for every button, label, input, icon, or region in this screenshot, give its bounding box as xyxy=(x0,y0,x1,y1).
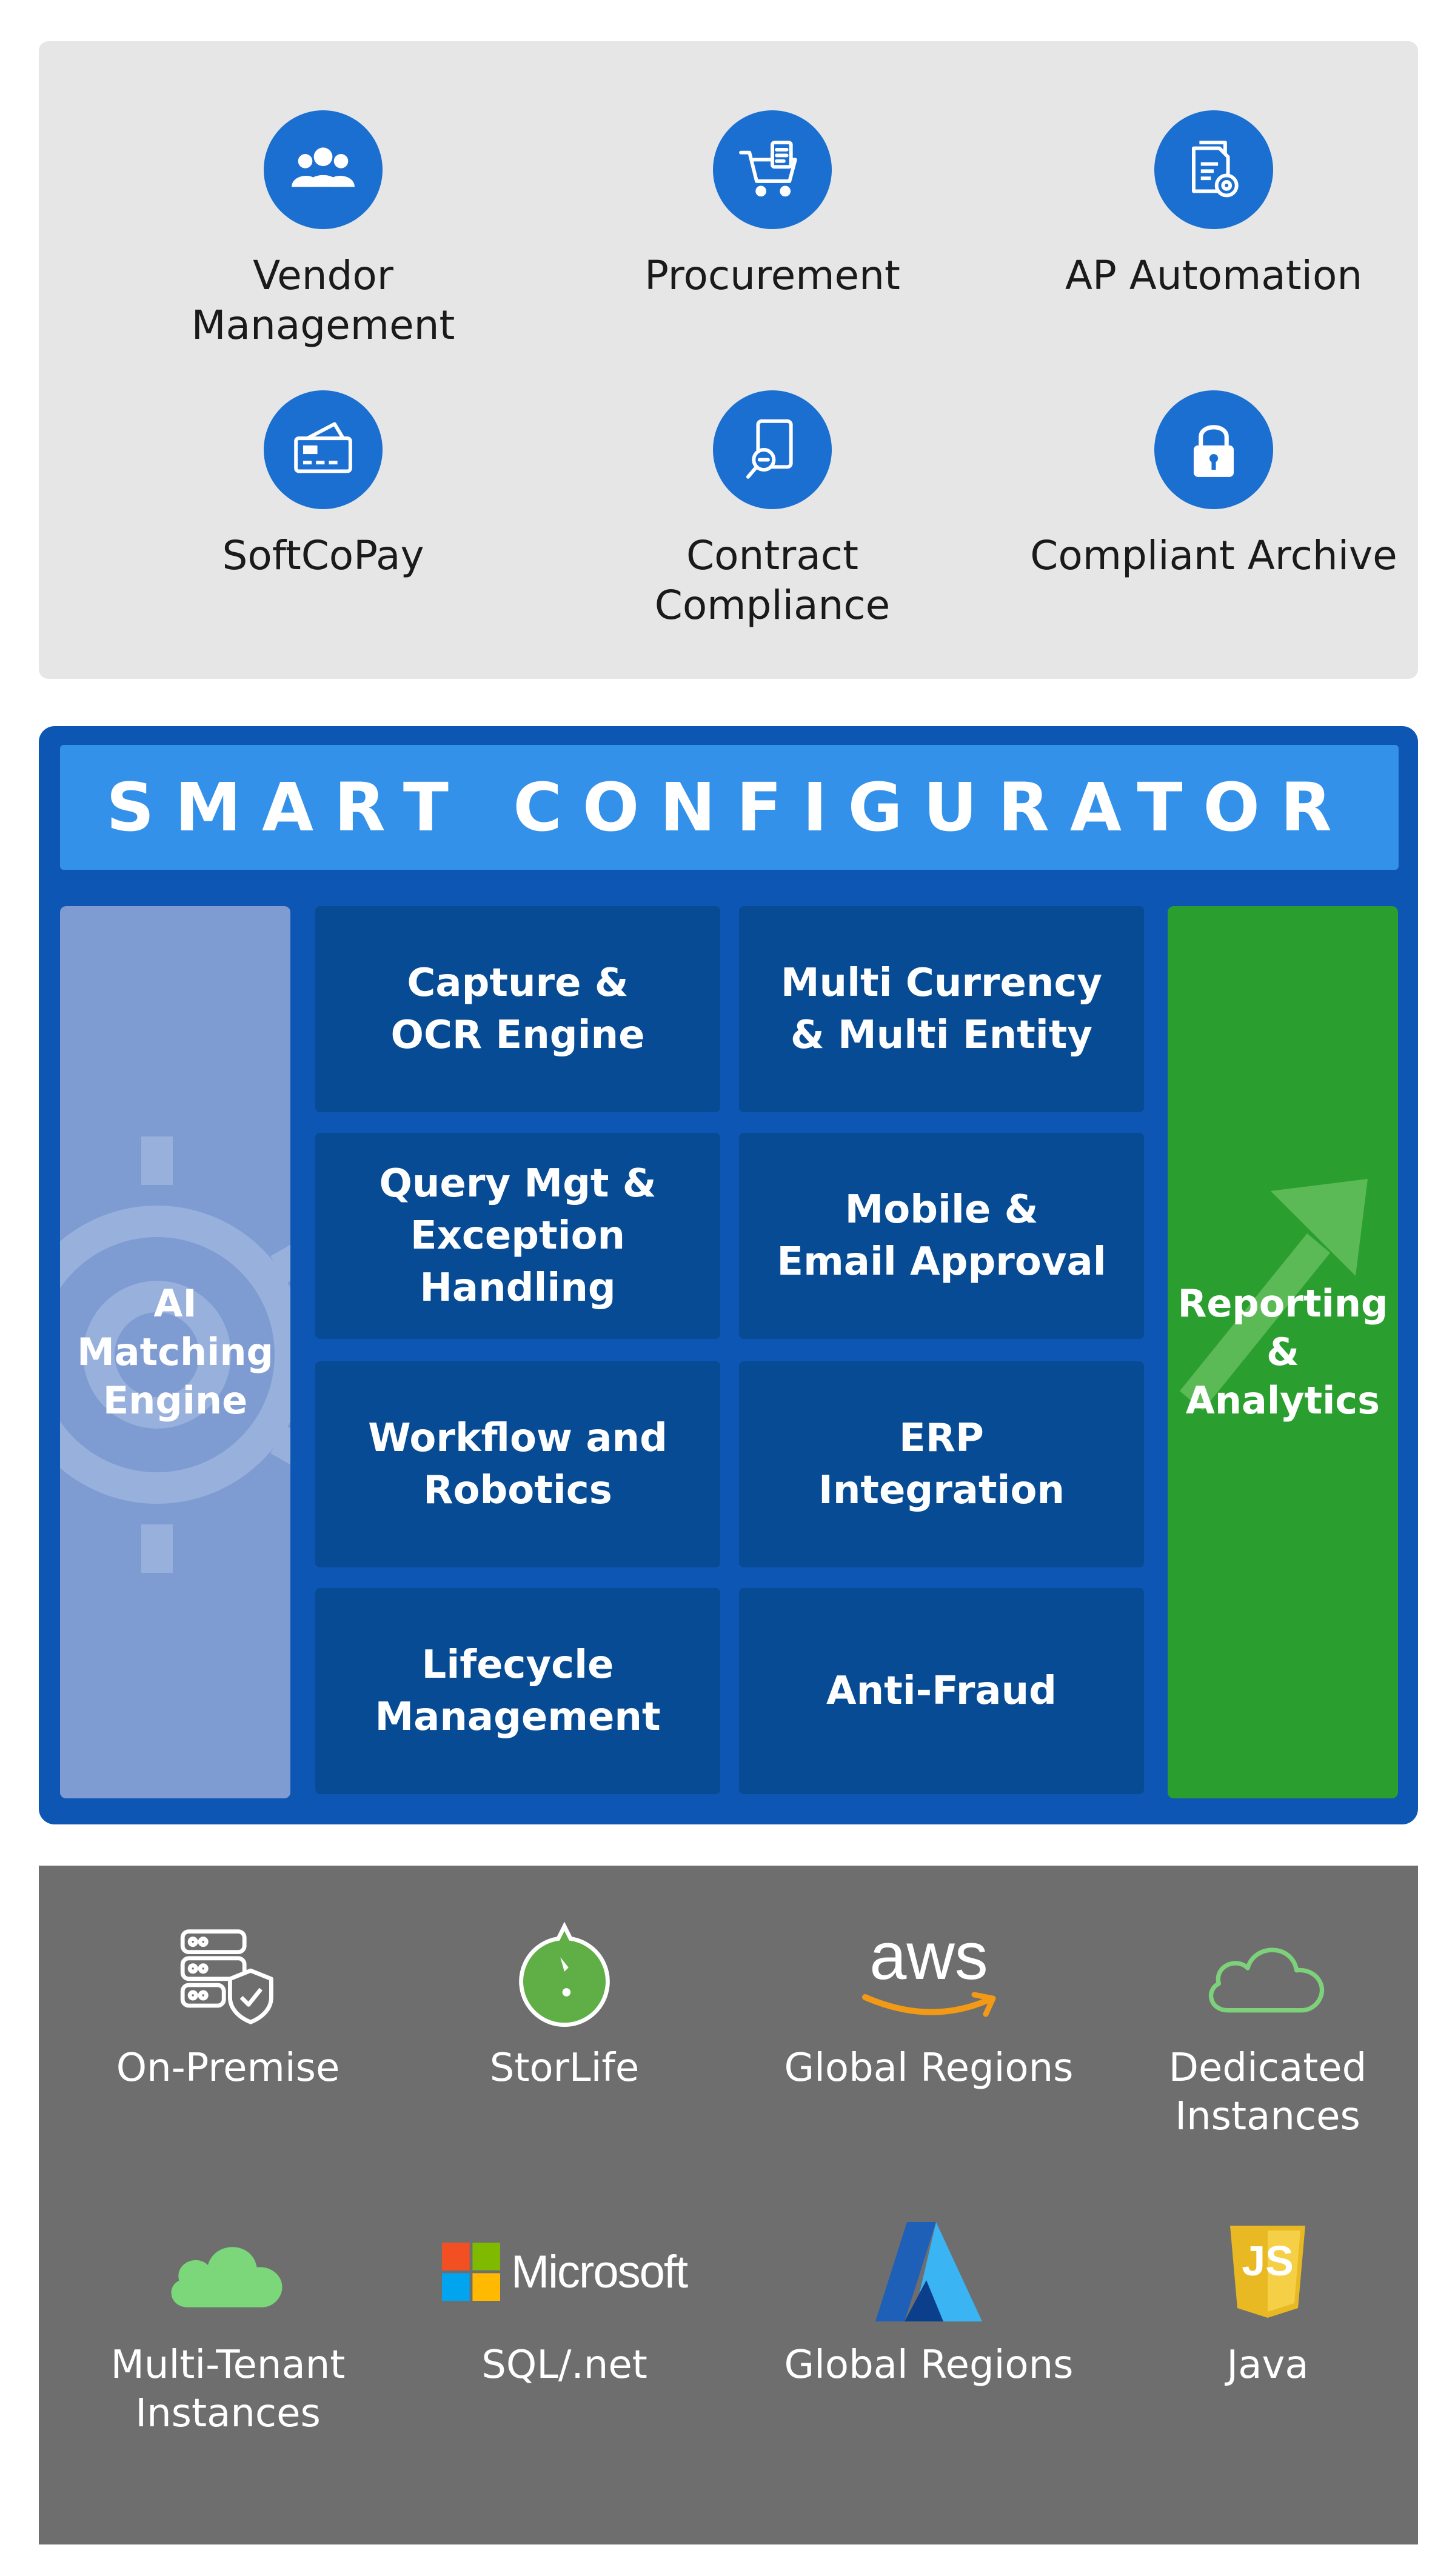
module-vendor-management: Vendor Management xyxy=(99,110,547,350)
module-label: Vendor Management xyxy=(191,252,455,349)
module-label: AP Automation xyxy=(1065,252,1363,299)
cell-erp-integration: ERP Integration xyxy=(739,1361,1144,1567)
reporting-analytics-column: Reporting & Analytics xyxy=(1168,906,1398,1798)
module-label: Procurement xyxy=(644,252,900,299)
deploy-multi-tenant: Multi-Tenant Instances xyxy=(58,2211,398,2438)
users-icon xyxy=(264,110,383,229)
cloud-filled-icon xyxy=(58,2211,398,2332)
deploy-aws-global-regions: aws Global Regions xyxy=(759,1914,1099,2092)
server-shield-icon xyxy=(58,1914,398,2035)
cell-capture-ocr: Capture & OCR Engine xyxy=(315,906,720,1112)
cell-mobile-email-approval: Mobile & Email Approval xyxy=(739,1133,1144,1339)
deploy-storlife: StorLife xyxy=(395,1914,734,2092)
configurator-title: SMART CONFIGURATOR xyxy=(60,745,1399,870)
deploy-label: Global Regions xyxy=(784,2343,1074,2387)
deployment-panel: On-Premise StorLife aws Global Regions xyxy=(39,1866,1418,2544)
cell-anti-fraud: Anti-Fraud xyxy=(739,1588,1144,1794)
deploy-label: SQL/.net xyxy=(481,2343,647,2387)
module-ap-automation: AP Automation xyxy=(989,110,1438,301)
gear-icon xyxy=(60,1136,290,1573)
ai-matching-engine-label: AI Matching Engine xyxy=(77,1281,273,1423)
cell-workflow-robotics: Workflow and Robotics xyxy=(315,1361,720,1567)
deploy-azure-global-regions: Global Regions xyxy=(759,2211,1099,2389)
deploy-label: Dedicated Instances xyxy=(1168,2046,1367,2139)
deploy-label: On-Premise xyxy=(116,2046,340,2090)
cell-lifecycle-management: Lifecycle Management xyxy=(315,1588,720,1794)
deploy-label: Java xyxy=(1226,2343,1309,2387)
aws-logo-icon: aws xyxy=(759,1914,1099,2035)
module-label: SoftCoPay xyxy=(222,532,424,579)
deploy-label: StorLife xyxy=(489,2046,640,2090)
module-label: Contract Compliance xyxy=(654,532,891,629)
cell-query-management: Query Mgt & Exception Handling xyxy=(315,1133,720,1339)
deploy-on-premise: On-Premise xyxy=(58,1914,398,2092)
aws-logo-text: aws xyxy=(869,1919,988,1994)
cloud-outline-icon xyxy=(1098,1914,1437,2035)
deploy-microsoft-sql: Microsoft SQL/.net xyxy=(395,2211,734,2389)
module-softcopay: SoftCoPay xyxy=(99,390,547,581)
lock-icon xyxy=(1154,390,1273,509)
ai-matching-engine-column: AI Matching Engine xyxy=(60,906,290,1798)
smart-configurator: SMART CONFIGURATOR AI Matching Engine Ca… xyxy=(39,726,1418,1824)
credit-card-icon xyxy=(264,390,383,509)
module-contract-compliance: Contract Compliance xyxy=(548,390,997,630)
reporting-analytics-label: Reporting & Analytics xyxy=(1177,1281,1388,1423)
shopping-cart-icon xyxy=(713,110,832,229)
module-compliant-archive: Compliant Archive xyxy=(989,390,1438,581)
document-gear-icon xyxy=(1154,110,1273,229)
azure-logo-icon xyxy=(759,2211,1099,2332)
module-label: Compliant Archive xyxy=(1030,532,1397,579)
microsoft-logo-icon: Microsoft xyxy=(395,2211,734,2332)
js-shield-icon: JS xyxy=(1098,2211,1437,2332)
modules-panel: Vendor Management Procurement AP Automat… xyxy=(39,41,1418,679)
cell-multi-currency: Multi Currency & Multi Entity xyxy=(739,906,1144,1112)
module-procurement: Procurement xyxy=(548,110,997,301)
trend-arrow-icon xyxy=(1180,1179,1368,1410)
deploy-java: JS Java xyxy=(1098,2211,1437,2389)
storlife-logo-icon xyxy=(395,1914,734,2035)
deploy-dedicated-instances: Dedicated Instances xyxy=(1098,1914,1437,2141)
deploy-label: Multi-Tenant Instances xyxy=(110,2343,346,2436)
js-logo-text: JS xyxy=(1242,2237,1294,2284)
document-search-icon xyxy=(713,390,832,509)
deploy-label: Global Regions xyxy=(784,2046,1074,2090)
microsoft-logo-text: Microsoft xyxy=(510,2246,688,2298)
